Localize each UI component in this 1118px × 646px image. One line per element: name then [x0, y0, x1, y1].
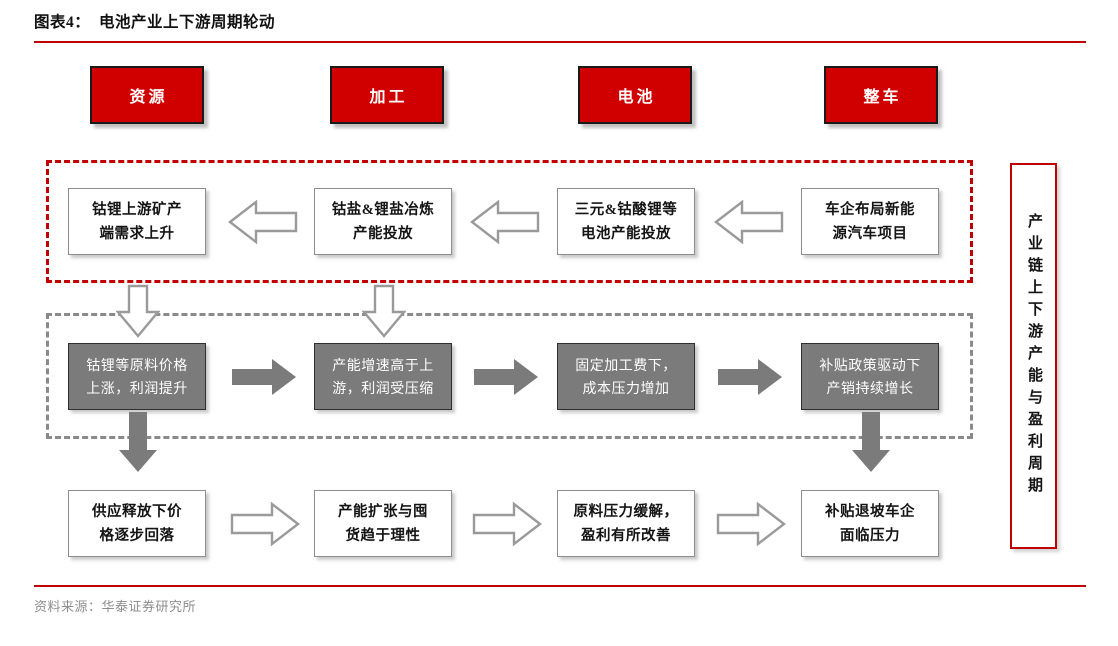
row3-box-3-label: 原料压力缓解， 盈利有所改善	[573, 503, 679, 544]
row1-box-1-label: 钴锂上游矿产 端需求上升	[92, 201, 182, 242]
figure-title-container: 图表4： 电池产业上下游周期轮动	[34, 12, 1086, 34]
title-divider	[34, 41, 1086, 43]
row3-arrow-right-3	[716, 502, 788, 546]
row1-box-2-label: 钴盐&锂盐冶炼 产能投放	[331, 201, 435, 242]
row1-arrow-left-1	[228, 200, 300, 244]
side-panel-cycle: 产业链上下游产能与盈利周期	[1010, 163, 1057, 549]
row1-box-1: 钴锂上游矿产 端需求上升	[68, 188, 206, 255]
footer-divider	[34, 585, 1086, 587]
down-arrow-hollow-col1	[116, 284, 160, 338]
row2-arrow-right-2	[474, 359, 540, 395]
category-box-battery: 电池	[578, 66, 692, 124]
row3-box-4-label: 补贴退坡车企 面临压力	[825, 503, 915, 544]
red-dashed-group	[46, 160, 973, 283]
row2-box-1: 钴锂等原料价格 上涨，利润提升	[68, 343, 206, 410]
row1-arrow-left-2	[470, 200, 542, 244]
row1-box-4: 车企布局新能 源汽车项目	[801, 188, 939, 255]
row1-box-3: 三元&钴酸锂等 电池产能投放	[557, 188, 695, 255]
row2-arrow-right-3	[718, 359, 784, 395]
row2-box-1-label: 钴锂等原料价格 上涨，利润提升	[86, 356, 188, 396]
down-arrow-hollow-col2	[362, 284, 406, 338]
row2-arrow-right-1	[232, 359, 298, 395]
row3-box-1-label: 供应释放下价 格逐步回落	[92, 503, 182, 544]
gray-dashed-group	[46, 313, 973, 439]
row3-box-2: 产能扩张与囤 货趋于理性	[314, 490, 452, 557]
row2-box-3-label: 固定加工费下， 成本压力增加	[575, 356, 677, 396]
category-box-resource: 资源	[90, 66, 204, 124]
down-arrow-solid-col1	[118, 412, 158, 474]
row1-box-4-label: 车企布局新能 源汽车项目	[825, 201, 915, 242]
row3-arrow-right-2	[472, 502, 544, 546]
row2-box-2-label: 产能增速高于上 游，利润受压缩	[332, 356, 434, 396]
row2-box-3: 固定加工费下， 成本压力增加	[557, 343, 695, 410]
row3-box-1: 供应释放下价 格逐步回落	[68, 490, 206, 557]
down-arrow-solid-col4	[851, 412, 891, 474]
row1-box-3-label: 三元&钴酸锂等 电池产能投放	[574, 201, 678, 242]
category-label-resource: 资源	[129, 89, 168, 106]
category-box-processing: 加工	[330, 66, 444, 124]
row2-box-4: 补贴政策驱动下 产销持续增长	[801, 343, 939, 410]
category-label-battery: 电池	[617, 89, 656, 106]
page-title: 图表4： 电池产业上下游周期轮动	[34, 14, 276, 31]
row3-box-2-label: 产能扩张与囤 货趋于理性	[338, 503, 428, 544]
row2-box-4-label: 补贴政策驱动下 产销持续增长	[819, 356, 921, 396]
source-note: 资料来源：华泰证券研究所	[34, 599, 197, 614]
row1-box-2: 钴盐&锂盐冶炼 产能投放	[314, 188, 452, 255]
row2-box-2: 产能增速高于上 游，利润受压缩	[314, 343, 452, 410]
category-label-processing: 加工	[369, 89, 408, 106]
row1-arrow-left-3	[714, 200, 786, 244]
category-label-vehicle: 整车	[863, 89, 902, 106]
row3-box-4: 补贴退坡车企 面临压力	[801, 490, 939, 557]
category-box-vehicle: 整车	[824, 66, 938, 124]
side-panel-label: 产业链上下游产能与盈利周期	[1026, 213, 1042, 499]
row3-arrow-right-1	[230, 502, 302, 546]
row3-box-3: 原料压力缓解， 盈利有所改善	[557, 490, 695, 557]
